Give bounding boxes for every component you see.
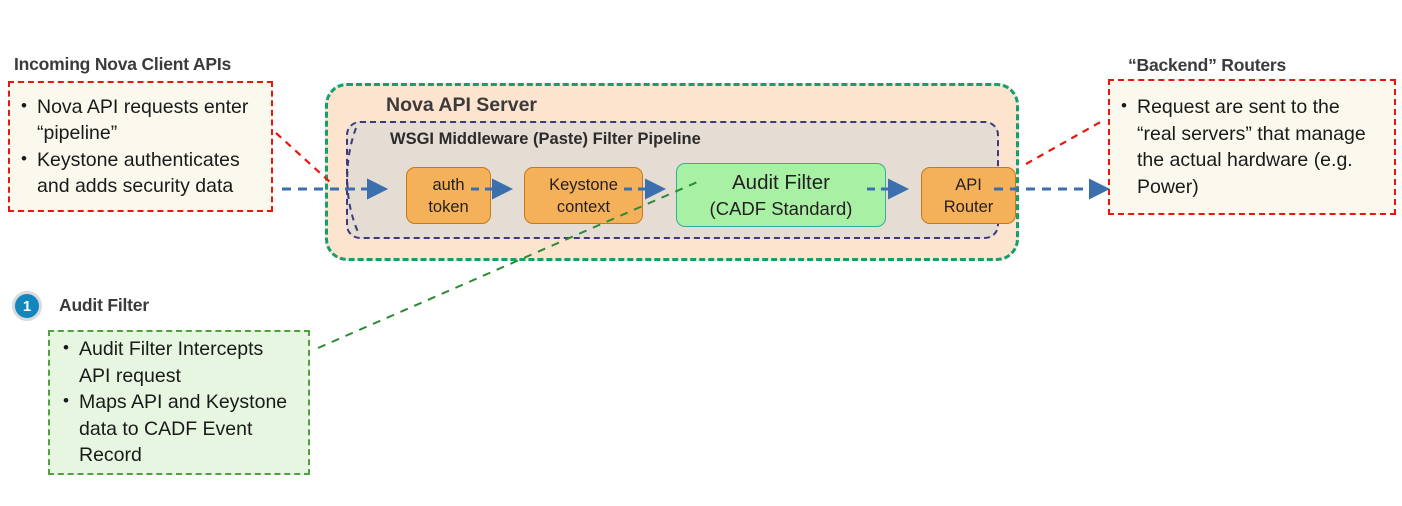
nova-api-server-title: Nova API Server [386,94,538,116]
left-callout-heading: Incoming Nova Client APIs [14,54,232,74]
list-item: Nova API requests enter “pipeline” [18,93,261,147]
stage-audit-filter[interactable]: Audit Filter (CADF Standard) [676,163,886,227]
wsgi-middleware-pipeline-container: WSGI Middleware (Paste) Filter Pipeline … [346,121,1016,239]
right-callout-box: Request are sent to the “real servers” t… [1108,79,1396,215]
left-callout-bullet-list: Nova API requests enter “pipeline” Keyst… [18,93,261,200]
stage-label-line2: Router [943,197,994,216]
bottom-callout-bullet-list: Audit Filter Intercepts API request Maps… [60,335,296,469]
stage-label-line1: API [955,175,982,194]
list-item: Maps API and Keystone data to CADF Event… [60,388,296,469]
leader-right-callout [1025,119,1105,165]
wsgi-pipeline-title: WSGI Middleware (Paste) Filter Pipeline [390,130,701,148]
nova-api-server-container: Nova API Server WSGI Middleware (Paste) … [325,83,1019,261]
stage-label-line1: Audit Filter [732,170,830,194]
right-callout-bullet-list: Request are sent to the “real servers” t… [1118,93,1384,200]
bottom-callout-heading: Audit Filter [59,295,149,315]
left-callout-box: Nova API requests enter “pipeline” Keyst… [8,81,273,212]
stage-auth-token[interactable]: auth token [406,167,491,224]
stage-keystone-context[interactable]: Keystone context [524,167,643,224]
stage-label-line1: Keystone [549,175,618,194]
stage-label-line2: context [556,197,611,216]
right-callout-heading: “Backend” Routers [1128,55,1287,75]
leader-left-callout [275,132,331,183]
list-item: Audit Filter Intercepts API request [60,335,296,389]
stage-api-router[interactable]: API Router [921,167,1016,224]
stage-label-line2: token [428,197,469,216]
list-item: Request are sent to the “real servers” t… [1118,93,1384,200]
list-item: Keystone authenticates and adds security… [18,146,261,200]
step-number-badge: 1 [12,291,42,321]
bottom-callout-box: Audit Filter Intercepts API request Maps… [48,330,310,475]
stage-label-line2: (CADF Standard) [709,197,853,219]
stage-label-line1: auth [432,175,465,194]
